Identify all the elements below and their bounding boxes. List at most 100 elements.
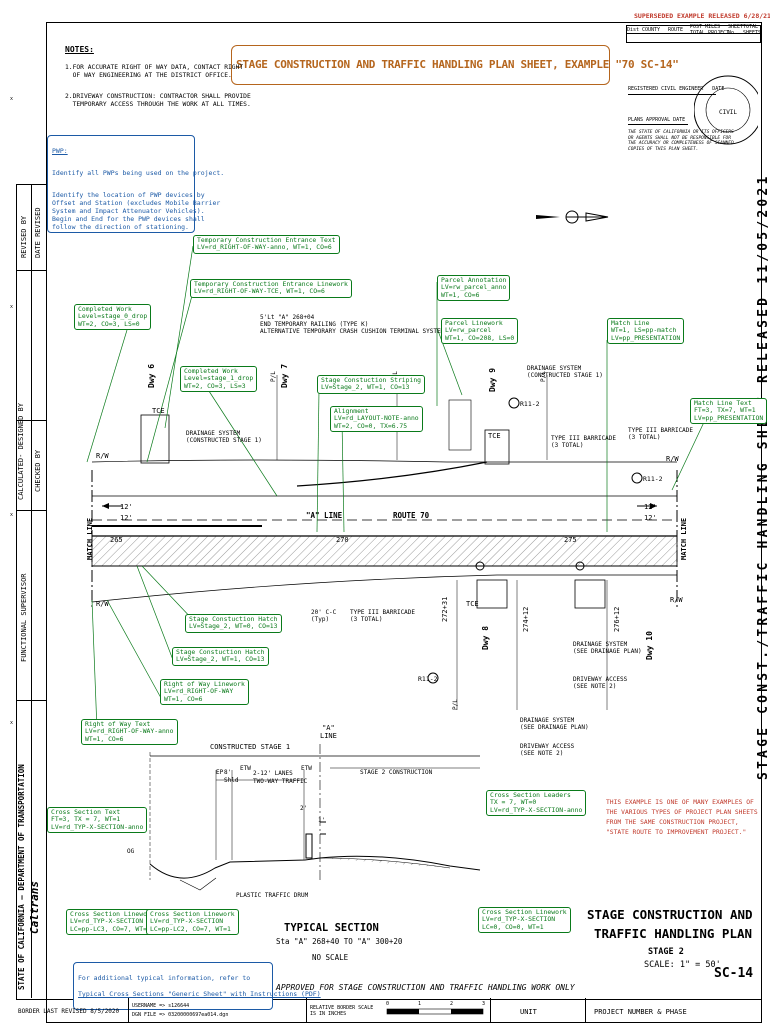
r11-2: R11-2 [643, 475, 663, 483]
plan-drawing [86, 245, 706, 731]
tce-label-1: TCE [152, 407, 165, 415]
sheet-border [46, 22, 762, 1000]
section-og: OG [127, 848, 135, 855]
sheet-title-line-1: STAGE CONSTRUCTION AND [587, 907, 753, 922]
callout-stage-striping: Stage Constuction Striping LV=Stage_2, W… [317, 375, 426, 394]
functional-supervisor-label: FUNCTIONAL SUPERVISOR [20, 573, 28, 662]
sheet-title-line-2: TRAFFIC HANDLING PLAN [594, 926, 753, 941]
sheet-title-scale: SCALE: 1" = 50' [644, 960, 721, 970]
section-drum: PLASTIC TRAFFIC DRUM [236, 892, 309, 899]
callout-xs-line-3: Cross Section Linework LV=rd_TYP-X-SECTI… [478, 907, 571, 934]
match-line-left: MATCH LINE [86, 517, 94, 560]
sta-265: 265 [110, 536, 123, 544]
driveway-access-1: DRIVEWAY ACCESS (SEE NOTE 2) [573, 676, 628, 690]
section-constructed-stage1: CONSTRUCTED STAGE 1 [210, 743, 291, 751]
engineer-seal: CIVIL [693, 70, 763, 150]
tce-label-3: TCE [466, 600, 479, 608]
section-dim-1: 1' [318, 817, 326, 824]
sta-276: 276+12 [613, 606, 621, 632]
footer-relative: RELATIVE BORDER SCALE IS IN INCHES [310, 1005, 374, 1017]
callout-parcel-anno: Parcel Annotation LV=rw_parcel_anno WT=1… [437, 275, 511, 302]
type3-3: TYPE III BARRICADE (3 TOTAL) [350, 609, 416, 623]
disclaimer: THE STATE OF CALIFORNIA OR ITS OFFICERS … [628, 130, 734, 152]
header-table [626, 25, 761, 43]
plans-approval: PLANS APPROVAL DATE [628, 117, 686, 123]
footer-unit: UNIT [520, 1008, 537, 1016]
drainage-see-2: DRAINAGE SYSTEM (SEE DRAINAGE PLAN) [520, 717, 589, 731]
callout-alignment: Alignment LV=rd_LAYOUT-NOTE-anno WT=2, C… [330, 406, 423, 433]
callout-match-line: Match Line WT=1, LS=pp-match LV=pp_PRESE… [607, 318, 685, 345]
scale-3: 3 [482, 1001, 486, 1007]
driveway-access-2: DRIVEWAY ACCESS (SEE NOTE 2) [520, 743, 575, 757]
section-etw-2: ETW [301, 765, 312, 772]
callout-match-text: Match Line Text FT=3, TX=7, WT=1 LV=pp_P… [690, 398, 768, 425]
type3-1: TYPE III BARRICADE (3 TOTAL) [551, 435, 617, 449]
sheet-title-stage: STAGE 2 [648, 947, 684, 957]
note-1: 1.FOR ACCURATE RIGHT OF WAY DATA, CONTAC… [65, 64, 244, 79]
checked-label: CHECKED BY [34, 449, 42, 492]
rw-label-4: R/W [670, 596, 683, 604]
dwy-7: Dwy 7 [280, 363, 289, 388]
tce-label-2: TCE [488, 432, 501, 440]
pl-label-3: P/L [540, 371, 547, 382]
footer-user: USERNAME => s126644 [132, 1003, 190, 1009]
r11-1: R11-2 [520, 400, 540, 408]
scale-0: 0 [386, 1001, 390, 1007]
drainage-1: DRAINAGE SYSTEM (CONSTRUCTED STAGE 1) [186, 430, 262, 444]
callout-temp-entrance-line: Temporary Construction Entrance Linework… [190, 279, 352, 298]
col-dist: Dist [627, 27, 640, 33]
calculated-label: CALCULATED- DESIGNED BY [17, 403, 25, 500]
section-dim-2: 2' [300, 805, 308, 812]
title-banner [231, 45, 610, 85]
section-a-line: "A" LINE [320, 724, 337, 740]
callout-hatch-2: Stage Constuction Hatch LV=Stage_2, WT=1… [172, 647, 269, 666]
section-stage2: STAGE 2 CONSTRUCTION [360, 769, 433, 776]
r11-3: R11-2 [418, 675, 438, 683]
match-line-right: MATCH LINE [680, 517, 688, 560]
drainage-see-1: DRAINAGE SYSTEM (SEE DRAINAGE PLAN) [573, 641, 642, 655]
callout-xs-line-2: Cross Section Linework LV=rd_TYP-X-SECTI… [146, 909, 239, 936]
scale-bar [386, 1008, 484, 1015]
pl-label-1: P/L [270, 371, 277, 382]
footer-border: BORDER LAST REVISED 8/5/2020 [18, 1008, 120, 1015]
date-revised-label: DATE REVISED [34, 207, 42, 258]
pwp-box: PWP: Identify all PWPs being used on the… [47, 135, 225, 233]
callout-row-text: Right of Way Text LV=rd_RIGHT-OF-WAY-ann… [81, 719, 178, 746]
seal-civil: CIVIL [719, 109, 737, 116]
typical-ref-link[interactable]: Typical Cross Sections "Generic Sheet" w… [78, 990, 321, 998]
revised-by-label: REVISED BY [20, 215, 28, 258]
pwp-heading: PWP: [52, 147, 68, 155]
callout-xs-leaders: Cross Section Leaders TX = 7, WT=0 LV=rd… [486, 790, 587, 817]
title-banner-text: STAGE CONSTRUCTION AND TRAFFIC HANDLING … [236, 58, 679, 71]
col-sheet: SHEET No. [728, 24, 744, 36]
callout-completed-work-2: Completed Work Level=stage_1_drop WT=2, … [180, 366, 258, 393]
approved-text: APPROVED FOR STAGE CONSTRUCTION AND TRAF… [276, 983, 575, 992]
dwy-10: Dwy 10 [645, 631, 654, 660]
typical-section-drawing [149, 744, 481, 891]
col-county: COUNTY [642, 27, 661, 33]
sta-275: 275 [564, 536, 577, 544]
callout-row-line: Right of Way Linework LV=rd_RIGHT-OF-WAY… [160, 679, 249, 706]
col-total: TOTAL SHEETS [743, 24, 762, 36]
section-scale: NO SCALE [312, 953, 349, 962]
lane-width-3: 12' [644, 503, 657, 511]
dwy-6: Dwy 6 [147, 363, 156, 388]
notes-heading: NOTES: [65, 45, 94, 54]
footer-project: PROJECT NUMBER & PHASE [594, 1008, 687, 1016]
route-label: ROUTE 70 [393, 511, 430, 520]
pwp-line-1: Identify all PWPs being used on the proj… [52, 169, 225, 177]
sheet-number: SC-14 [714, 966, 754, 981]
cc-label: 20' C-C (Typ) [311, 609, 337, 623]
scale-2: 2 [450, 1001, 454, 1007]
lane-width-1: 12' [120, 503, 133, 511]
section-shld: 8' Shld [224, 769, 239, 784]
station-label: 5'Lt "A" 268+04 END TEMPORARY RAILING (T… [260, 314, 445, 335]
sta-274: 274+12 [522, 606, 530, 632]
registered-engineer: REGISTERED CIVIL ENGINEER DATE [628, 86, 725, 92]
typical-ref-line-1: For additional typical information, refe… [78, 974, 251, 982]
typical-ref-box: For additional typical information, refe… [73, 962, 321, 1010]
section-title: TYPICAL SECTION [284, 922, 379, 934]
callout-xs-line-1: Cross Section Linework LV=rd_TYP-X-SECTI… [66, 909, 159, 936]
section-station: Sta "A" 268+40 TO "A" 300+20 [276, 937, 403, 946]
release-vertical-text: STAGE CONST./TRAFFIC HANDLING SHEET RELE… [756, 173, 770, 780]
